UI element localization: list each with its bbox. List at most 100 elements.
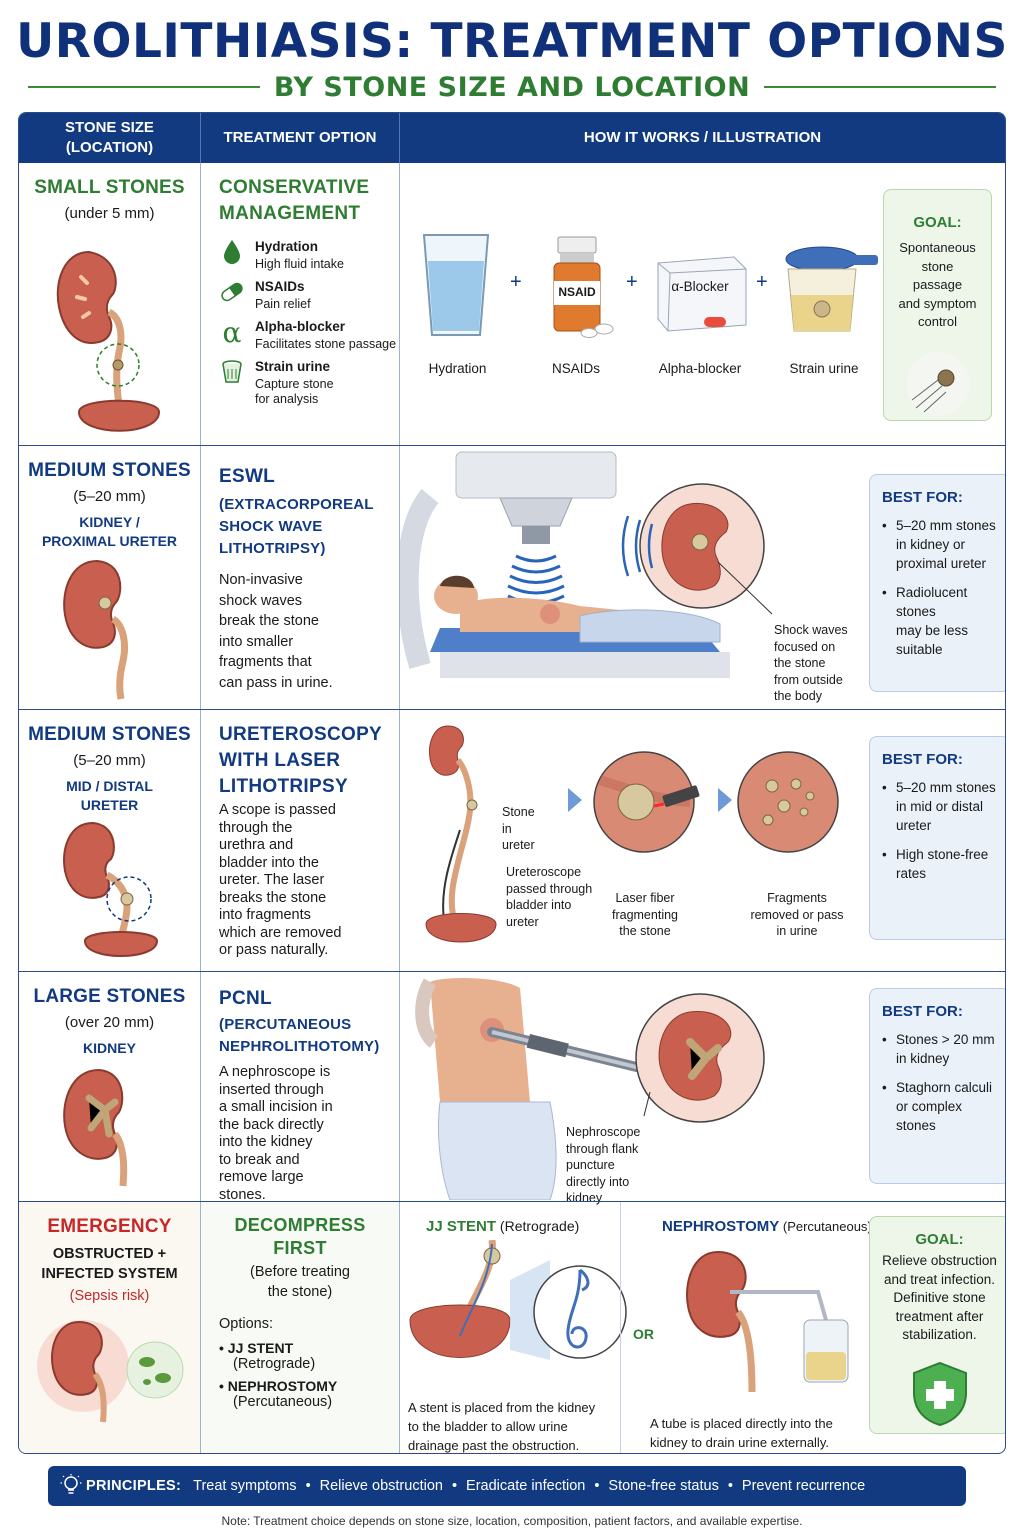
- pcnl-size-title: LARGE STONES: [33, 986, 186, 1007]
- decompress-sub-line: (Before treating: [250, 1264, 350, 1280]
- nephrostomy-caption: A tube is placed directly into the kidne…: [650, 1414, 833, 1452]
- hydration-label: Hydration: [255, 239, 319, 254]
- decompress-title-line1: DECOMPRESS: [234, 1215, 366, 1235]
- goal-line: stabilization.: [902, 1327, 977, 1342]
- pcnl-illustration: [415, 978, 765, 1200]
- desc-line: bladder into the: [219, 854, 319, 871]
- shield-cross-icon: [912, 1361, 967, 1426]
- lithotripter-illustration: [400, 446, 850, 708]
- urs-laser-caption: Laser fiber fragmenting the stone: [600, 890, 690, 940]
- desc-line: remove large: [219, 1169, 304, 1185]
- goal-line: and symptom: [898, 295, 977, 311]
- pcnl-description: A nephroscope is inserted through a smal…: [219, 1064, 399, 1204]
- emergency-title: EMERGENCY: [47, 1216, 172, 1237]
- caption-line: drainage past the obstruction.: [408, 1438, 580, 1453]
- desc-line: inserted through: [219, 1081, 324, 1098]
- desc-line: into fragments: [219, 907, 311, 923]
- urs-scope-caption: Ureteroscope passed through bladder into…: [506, 864, 592, 930]
- small-stones-illustration-cell: + NSAID + α-Blocker +: [400, 163, 1005, 445]
- pill-capsule-icon: [219, 279, 245, 305]
- caption-line: the body: [774, 689, 822, 703]
- conservative-title-line2: MANAGEMENT: [219, 203, 361, 224]
- desc-line: into smaller: [219, 633, 294, 650]
- decompress-title-line2: FIRST: [273, 1238, 327, 1258]
- option-divider: [620, 1202, 621, 1453]
- kidney-ureter-bladder-icon: [56, 250, 161, 432]
- caption-line: through flank: [566, 1141, 639, 1156]
- pcnl-treatment-cell: PCNL (PERCUTANEOUS NEPHROLITHOTOMY) A ne…: [201, 972, 400, 1204]
- desc-line: breaks the stone: [219, 889, 327, 906]
- urs-title-line: URETEROSCOPY: [219, 724, 383, 745]
- best-line: stones: [896, 1118, 936, 1133]
- header-how-it-works: HOW IT WORKS / ILLUSTRATION: [583, 129, 822, 146]
- page-title: UROLITHIASIS: TREATMENT OPTIONS: [16, 14, 1008, 69]
- caption-line: bladder into: [506, 898, 572, 912]
- caption-line: to the bladder to allow urine: [408, 1419, 568, 1434]
- best-line: in kidney: [896, 1051, 950, 1066]
- or-separator: OR: [633, 1326, 654, 1342]
- treatment-table: STONE SIZE(LOCATION) TREATMENT OPTION HO…: [18, 112, 1006, 1454]
- jj-stent-caption: A stent is placed from the kidney to the…: [408, 1398, 595, 1453]
- desc-line: or pass naturally.: [219, 942, 329, 958]
- nephrostomy-heading: NEPHROSTOMY (Percutaneous): [662, 1218, 872, 1235]
- subtitle-divider-right: [764, 86, 997, 88]
- desc-line: which are removed: [219, 924, 342, 941]
- water-glass-icon: [422, 234, 490, 336]
- subtitle-row: BY STONE SIZE AND LOCATION: [28, 70, 997, 104]
- urs-title: URETEROSCOPY WITH LASER LITHOTRIPSY: [219, 722, 399, 800]
- best-line: proximal ureter: [896, 556, 987, 571]
- stone-passing-icon: [905, 351, 970, 416]
- desc-line: ureter. The laser: [219, 872, 325, 888]
- best-line: may be less: [896, 623, 969, 638]
- goal-text: Relieve obstruction and treat infection.…: [876, 1252, 1003, 1345]
- page-subtitle: BY STONE SIZE AND LOCATION: [273, 71, 751, 103]
- plus-icon: +: [510, 271, 522, 293]
- pcnl-size: (over 20 mm): [64, 1014, 155, 1031]
- emergency-treatment-cell: DECOMPRESS FIRST (Before treating the st…: [201, 1202, 400, 1453]
- option-sub: (Retrograde): [233, 1356, 316, 1372]
- caption-line: puncture: [566, 1158, 615, 1172]
- pcnl-full-line: (PERCUTANEOUS: [219, 1016, 352, 1033]
- caption-line: the stone: [619, 924, 671, 938]
- urs-size-title: MEDIUM STONES: [28, 724, 191, 745]
- caption-line: A tube is placed directly into the: [650, 1416, 833, 1431]
- eswl-size-cell: MEDIUM STONES (5–20 mm) KIDNEY /PROXIMAL…: [19, 446, 201, 709]
- pcnl-full-line: NEPHROLITHOTOMY): [219, 1038, 380, 1055]
- pcnl-size-cell: LARGE STONES (over 20 mm) KIDNEY: [19, 972, 201, 1201]
- caption-line: Stone in: [502, 805, 535, 836]
- decompress-sub-line: the stone): [267, 1284, 333, 1300]
- desc-line: urethra and: [219, 837, 294, 853]
- option-jj-stent: • JJ STENT (Retrograde): [219, 1340, 399, 1372]
- nsaid-bottle-icon: [553, 236, 614, 338]
- caption-line: Ureteroscope: [506, 865, 582, 879]
- bullet-separator: •: [594, 1478, 600, 1494]
- pcnl-location: KIDNEY: [83, 1040, 136, 1056]
- ureteroscopy-illustration: [425, 725, 839, 943]
- goal-box-small-stones: GOAL: Spontaneous stone passage and symp…: [883, 189, 992, 421]
- eswl-loc-line2: PROXIMAL URETER: [41, 533, 178, 549]
- header-stone-size: STONE SIZE(LOCATION): [19, 113, 201, 163]
- eswl-loc-line1: KIDNEY /: [79, 514, 140, 530]
- water-drop-icon: [219, 239, 245, 265]
- nephrostomy-title: NEPHROSTOMY: [662, 1218, 780, 1235]
- urs-title-line: LITHOTRIPSY: [219, 776, 348, 797]
- emergency-illustration-cell: JJ STENT (Retrograde) A stent is placed …: [400, 1202, 1005, 1453]
- plus-icon: +: [626, 271, 638, 293]
- best-line: in mid or distal: [896, 799, 984, 814]
- eswl-illustration-cell: Shock waves focused on the stone from ou…: [400, 446, 1005, 709]
- goal-line: treatment after: [895, 1308, 984, 1324]
- infected-kidney-icon: [37, 1320, 184, 1423]
- alpha-blocker-box-icon: [657, 256, 747, 332]
- caption-line: ureter: [502, 838, 535, 852]
- principles-label: PRINCIPLES:: [86, 1478, 182, 1494]
